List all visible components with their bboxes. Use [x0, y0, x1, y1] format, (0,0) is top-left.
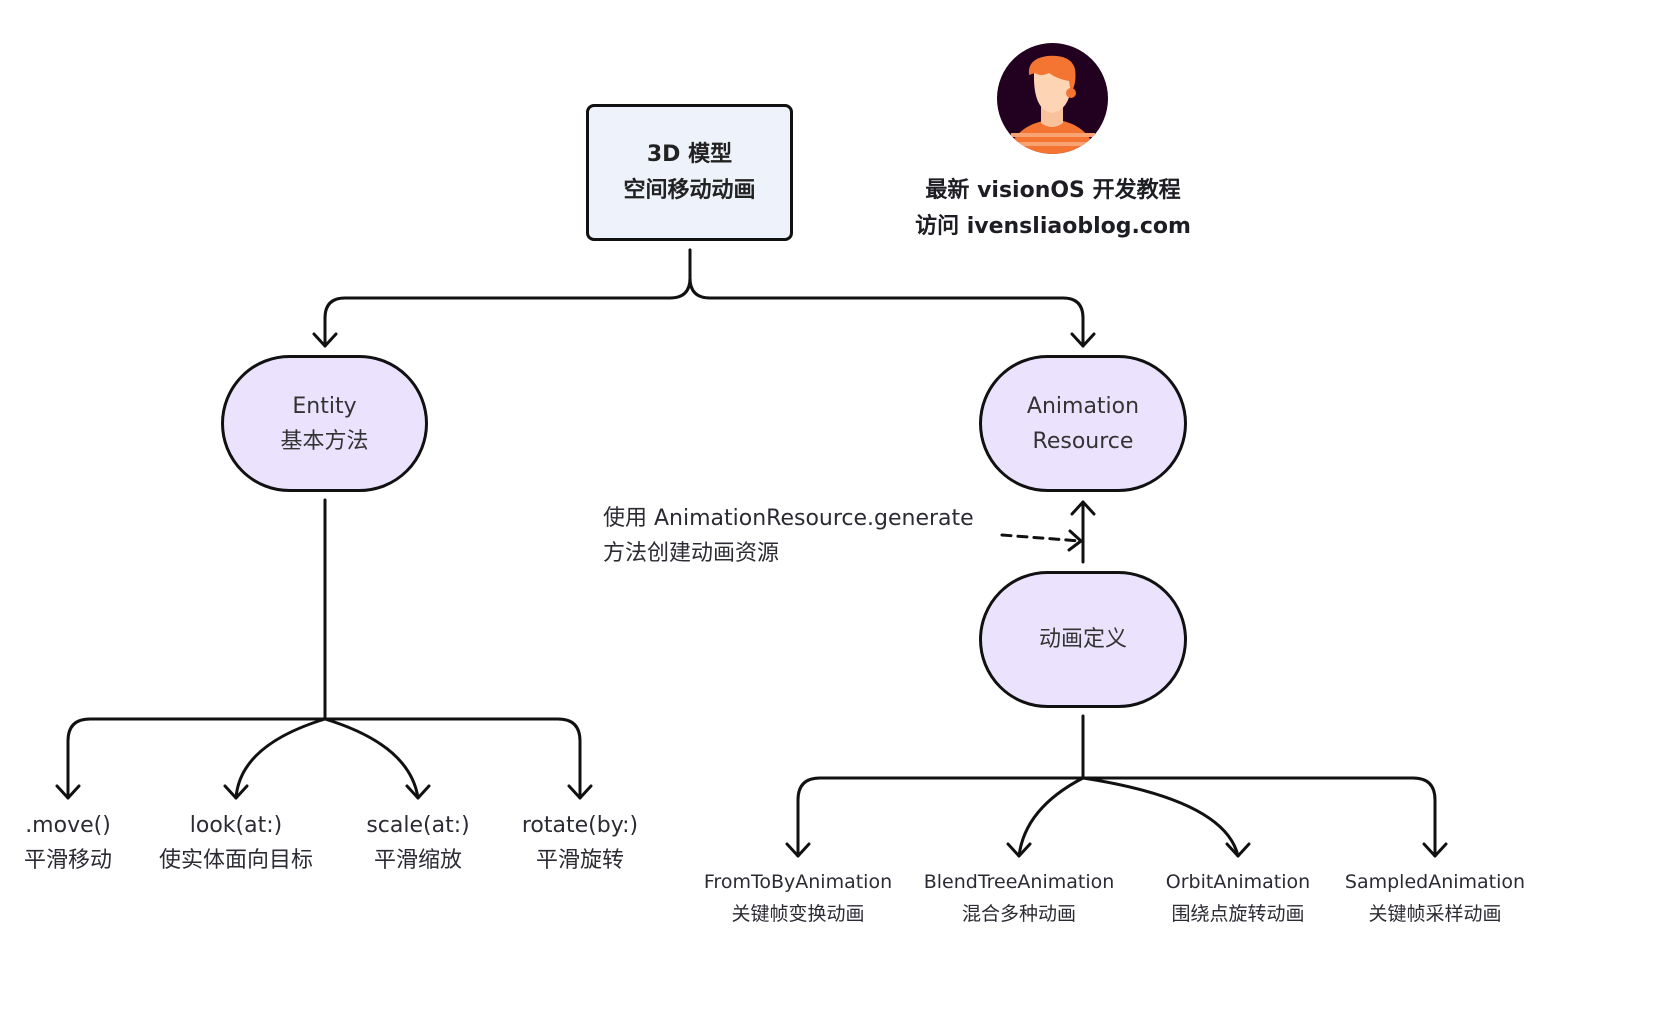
- method-desc: 平滑移动: [23, 848, 112, 873]
- arrowhead-scale: [405, 784, 431, 800]
- type-sampled[interactable]: SampledAnimation 关键帧采样动画: [1330, 866, 1540, 930]
- animation-resource-node[interactable]: Animation Resource: [979, 355, 1187, 492]
- generate-note: 使用 AnimationResource.generate 方法创建动画资源: [603, 501, 1003, 571]
- edge-root-entity: [323, 248, 692, 348]
- arrowhead-resource-up: [1070, 500, 1096, 516]
- method-name: .move(): [25, 813, 111, 838]
- resource-title: Animation: [1026, 393, 1140, 419]
- arrowhead-sampled: [1422, 842, 1448, 858]
- type-desc: 关键帧变换动画: [731, 903, 865, 925]
- type-blendtree[interactable]: BlendTreeAnimation 混合多种动画: [909, 866, 1129, 930]
- edge-type-blendtree: [1017, 776, 1085, 858]
- arrowhead-move: [55, 784, 81, 800]
- method-name: rotate(by:): [521, 813, 639, 838]
- type-desc: 关键帧采样动画: [1368, 903, 1502, 925]
- avatar-person-icon: [997, 43, 1108, 154]
- type-desc: 混合多种动画: [961, 903, 1076, 925]
- edge-entity-rotate: [323, 717, 582, 800]
- edge-note-dashed: [1000, 533, 1082, 543]
- note-line-2: 方法创建动画资源: [603, 541, 780, 566]
- method-name: look(at:): [189, 813, 283, 838]
- entity-subtitle: 基本方法: [280, 428, 369, 454]
- method-desc: 平滑旋转: [535, 848, 624, 873]
- method-scale[interactable]: scale(at:) 平滑缩放: [338, 808, 498, 878]
- arrowhead-entity: [312, 332, 338, 348]
- promo-text: 最新 visionOS 开发教程 访问 ivensliaoblog.com: [880, 173, 1226, 245]
- method-move[interactable]: .move() 平滑移动: [0, 808, 148, 878]
- edge-type-sampled: [1081, 776, 1437, 858]
- type-fromtoby[interactable]: FromToByAnimation 关键帧变换动画: [688, 866, 908, 930]
- type-name: BlendTreeAnimation: [923, 871, 1115, 893]
- arrowhead-resource: [1070, 332, 1096, 348]
- edge-type-orbit: [1081, 776, 1240, 858]
- type-orbit[interactable]: OrbitAnimation 围绕点旋转动画: [1133, 866, 1343, 930]
- arrowhead-orbit: [1225, 842, 1251, 858]
- arrowhead-note: [1067, 529, 1083, 552]
- promo-link[interactable]: 访问 ivensliaoblog.com: [915, 214, 1191, 239]
- root-subtitle: 空间移动动画: [623, 177, 756, 203]
- root-node[interactable]: 3D 模型 空间移动动画: [586, 104, 793, 241]
- edge-entity-scale: [323, 717, 420, 800]
- edge-entity-look: [234, 717, 327, 800]
- arrowhead-look: [223, 784, 249, 800]
- type-name: SampledAnimation: [1344, 871, 1526, 893]
- definition-label: 动画定义: [1038, 627, 1127, 652]
- arrowhead-rotate: [567, 784, 593, 800]
- promo-line-1: 最新 visionOS 开发教程: [925, 178, 1181, 203]
- root-title: 3D 模型: [646, 141, 733, 167]
- type-name: FromToByAnimation: [703, 871, 893, 893]
- resource-subtitle: Resource: [1032, 428, 1134, 454]
- type-desc: 围绕点旋转动画: [1171, 903, 1305, 925]
- animation-definition-node[interactable]: 动画定义: [979, 571, 1187, 708]
- type-name: OrbitAnimation: [1165, 871, 1311, 893]
- entity-node[interactable]: Entity 基本方法: [221, 355, 428, 492]
- method-desc: 平滑缩放: [373, 848, 462, 873]
- method-rotate[interactable]: rotate(by:) 平滑旋转: [500, 808, 660, 878]
- edge-root-resource: [688, 248, 1085, 348]
- method-desc: 使实体面向目标: [158, 848, 313, 873]
- method-look[interactable]: look(at:) 使实体面向目标: [136, 808, 336, 878]
- edge-type-fromtoby: [796, 776, 1085, 858]
- edge-entity-move: [66, 717, 327, 800]
- entity-title: Entity: [292, 393, 357, 419]
- arrowhead-blendtree: [1006, 842, 1032, 858]
- avatar: [997, 43, 1108, 154]
- method-name: scale(at:): [366, 813, 470, 838]
- note-line-1: 使用 AnimationResource.generate: [603, 506, 974, 531]
- arrowhead-fromtoby: [785, 842, 811, 858]
